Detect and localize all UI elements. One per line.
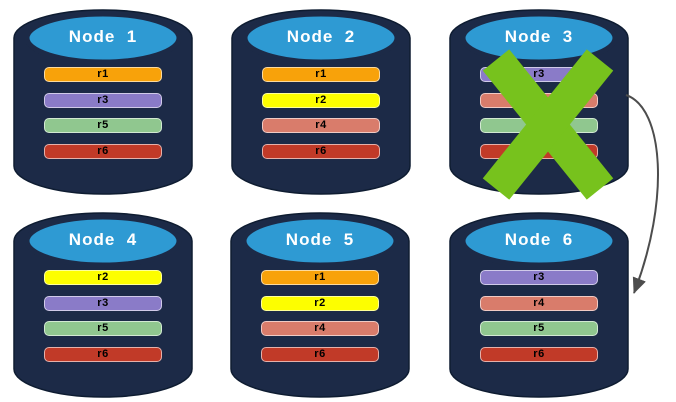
replica-list: r1 r3 r5 r6 — [44, 67, 162, 159]
replica-bar — [480, 143, 598, 159]
replica-bar: r5 — [44, 118, 162, 133]
replica-bar: r3 — [44, 92, 162, 108]
replica-bar: r2 — [261, 295, 379, 311]
replica-label: r1 — [315, 68, 327, 80]
replica-label: r1 — [97, 68, 109, 80]
replica-bar: r1 — [44, 67, 162, 82]
replica-list: r3 r4 r5 r6 — [480, 270, 598, 362]
node-title: Node 1 — [68, 27, 138, 46]
cylinder-top — [242, 11, 400, 65]
replica-bar: r6 — [44, 143, 162, 159]
replica-label: r3 — [97, 93, 109, 106]
replica-label: r5 — [97, 322, 109, 334]
replica-bar: r3 — [44, 295, 162, 311]
replica-bar — [480, 118, 598, 133]
replica-bar: r6 — [480, 346, 598, 362]
replica-label: r2 — [314, 296, 326, 309]
replica-bar: r4 — [480, 295, 598, 311]
db-node-1: Node 1 r1 r3 r5 r6 — [13, 8, 193, 196]
cylinder-top — [241, 214, 399, 268]
replica-label: r3 — [533, 68, 545, 80]
db-node-6: Node 6 r3 r4 r5 r6 — [449, 211, 629, 399]
replica-bar: r3 — [480, 67, 598, 82]
db-node-5: Node 5 r1 r2 r4 r6 — [230, 211, 410, 399]
replica-bar: r4 — [261, 321, 379, 336]
cylinder-top — [24, 214, 182, 268]
replica-bar: r6 — [262, 143, 380, 159]
replica-label: r5 — [533, 322, 545, 334]
node-title: Node 3 — [504, 27, 574, 46]
node-title: Node 4 — [68, 230, 138, 249]
migration-arrow-node3-to-node6 — [625, 94, 659, 294]
replica-label: r4 — [315, 119, 327, 131]
replica-bar: r4 — [262, 118, 380, 133]
node-title: Node 5 — [285, 230, 355, 249]
replica-bar: r1 — [262, 67, 380, 82]
replica-label: r4 — [314, 322, 326, 334]
replica-bar: r3 — [480, 270, 598, 285]
replica-label: r6 — [314, 347, 326, 360]
replica-list: r1 r2 r4 r6 — [261, 270, 379, 362]
replica-bar: r5 — [44, 321, 162, 336]
replica-list: r1 r2 r4 r6 — [262, 67, 380, 159]
replica-label: r2 — [315, 93, 327, 106]
replica-bar: r6 — [261, 346, 379, 362]
replica-bar: r2 — [262, 92, 380, 108]
replica-bar: r6 — [44, 346, 162, 362]
replica-list: r2 r3 r5 r6 — [44, 270, 162, 362]
replica-bar — [480, 92, 598, 108]
node-title: Node 6 — [504, 230, 574, 249]
replica-label: r6 — [315, 144, 327, 157]
db-node-4: Node 4 r2 r3 r5 r6 — [13, 211, 193, 399]
replica-label: r3 — [533, 271, 545, 283]
replica-label: r3 — [97, 296, 109, 309]
replica-bar: r1 — [261, 270, 379, 285]
replica-bar: r2 — [44, 270, 162, 285]
replica-label: r5 — [97, 119, 109, 131]
db-node-3: Node 3 r3 — [449, 8, 629, 196]
replica-bar: r5 — [480, 321, 598, 336]
replica-label: r6 — [97, 347, 109, 360]
replica-label: r2 — [97, 271, 109, 283]
cylinder-top — [460, 214, 618, 268]
replica-label: r4 — [533, 296, 545, 309]
replica-label: r1 — [314, 271, 326, 283]
cylinder-top — [24, 11, 182, 65]
db-node-2: Node 2 r1 r2 r4 r6 — [231, 8, 411, 196]
replica-list: r3 — [480, 67, 598, 159]
node-title: Node 2 — [286, 27, 356, 46]
replica-label: r6 — [533, 347, 545, 360]
replica-label: r6 — [97, 144, 109, 157]
